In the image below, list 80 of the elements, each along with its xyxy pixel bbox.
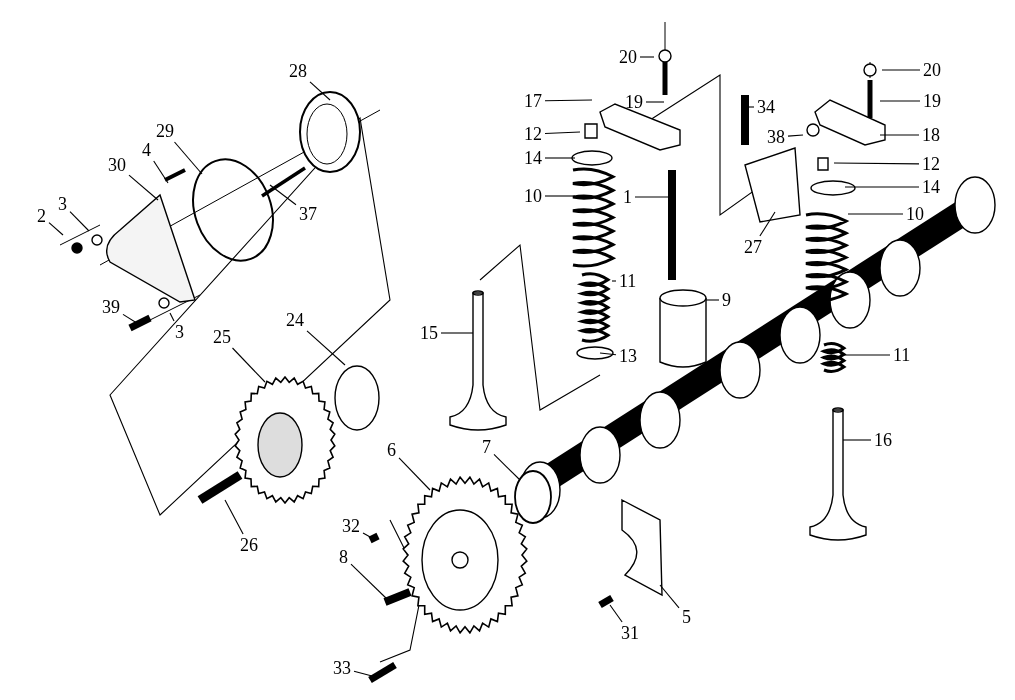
leader-line xyxy=(544,131,581,135)
callout-number: 16 xyxy=(873,431,893,449)
leader-line xyxy=(609,604,623,623)
leader-line xyxy=(306,330,346,366)
callout-number: 25 xyxy=(212,328,232,346)
leader-line xyxy=(847,213,904,215)
callout-number: 6 xyxy=(386,441,397,459)
leader-line xyxy=(879,134,920,136)
leader-line xyxy=(350,563,389,601)
leader-line xyxy=(362,532,373,539)
leader-line xyxy=(128,174,159,201)
callout-number: 11 xyxy=(892,346,912,364)
leader-line xyxy=(309,81,331,101)
leader-line xyxy=(833,162,920,165)
callout-number: 5 xyxy=(681,608,692,626)
leader-line xyxy=(659,584,680,609)
callout-number: 38 xyxy=(766,128,786,146)
leader-line xyxy=(645,101,665,103)
leader-line xyxy=(599,352,617,356)
callout-number: 1 xyxy=(622,188,633,206)
callout-number: 20 xyxy=(618,48,638,66)
callout-number: 12 xyxy=(523,125,543,143)
callout-number: 17 xyxy=(523,92,543,110)
leader-line xyxy=(69,211,90,232)
callout-number: 7 xyxy=(481,438,492,456)
callout-number: 2 xyxy=(36,207,47,225)
callout-number: 9 xyxy=(721,291,732,309)
leader-line xyxy=(169,312,175,322)
leader-line xyxy=(611,280,617,282)
callout-number: 10 xyxy=(523,187,543,205)
callout-number: 30 xyxy=(107,156,127,174)
leader-line xyxy=(153,160,169,184)
leader-line xyxy=(759,211,776,237)
callout-number: 8 xyxy=(338,548,349,566)
callout-number: 3 xyxy=(57,195,68,213)
callout-number: 27 xyxy=(743,238,763,256)
callout-number: 4 xyxy=(141,141,152,159)
callout-number: 3 xyxy=(174,323,185,341)
callout-number: 15 xyxy=(419,324,439,342)
leader-line xyxy=(639,56,655,58)
leader-line xyxy=(440,332,474,334)
callout-number: 37 xyxy=(298,205,318,223)
callout-number: 19 xyxy=(922,92,942,110)
callout-number: 20 xyxy=(922,61,942,79)
callout-number: 14 xyxy=(921,178,941,196)
callout-number: 10 xyxy=(905,205,925,223)
callout-number: 33 xyxy=(332,659,352,677)
callout-number: 13 xyxy=(618,347,638,365)
callout-number: 39 xyxy=(101,298,121,316)
leader-line xyxy=(879,100,921,102)
callout-number: 34 xyxy=(756,98,776,116)
leader-line xyxy=(48,222,64,236)
callout-number: 26 xyxy=(239,536,259,554)
leader-line xyxy=(787,134,804,137)
leader-line xyxy=(844,186,920,188)
callout-number: 18 xyxy=(921,126,941,144)
leader-line xyxy=(544,157,576,159)
callout-number: 31 xyxy=(620,624,640,642)
callout-number: 14 xyxy=(523,149,543,167)
callout-number: 11 xyxy=(618,272,638,290)
callout-number: 28 xyxy=(288,62,308,80)
leader-line xyxy=(881,69,921,71)
leader-line xyxy=(224,499,244,535)
leader-line xyxy=(353,670,373,677)
leader-line xyxy=(839,354,891,356)
leader-line xyxy=(173,141,203,175)
leader-line xyxy=(705,299,720,301)
leader-line xyxy=(842,439,872,441)
callout-number: 19 xyxy=(624,93,644,111)
leader-line xyxy=(544,99,593,102)
callout-number: 24 xyxy=(285,311,305,329)
leader-line xyxy=(231,347,266,383)
leader-line xyxy=(269,184,297,206)
leader-line xyxy=(634,196,669,198)
leader-line xyxy=(398,457,431,491)
callout-number: 32 xyxy=(341,517,361,535)
callout-number: 29 xyxy=(155,122,175,140)
leader-line xyxy=(544,195,576,197)
callout-number: 12 xyxy=(921,155,941,173)
leader-line xyxy=(493,453,521,481)
